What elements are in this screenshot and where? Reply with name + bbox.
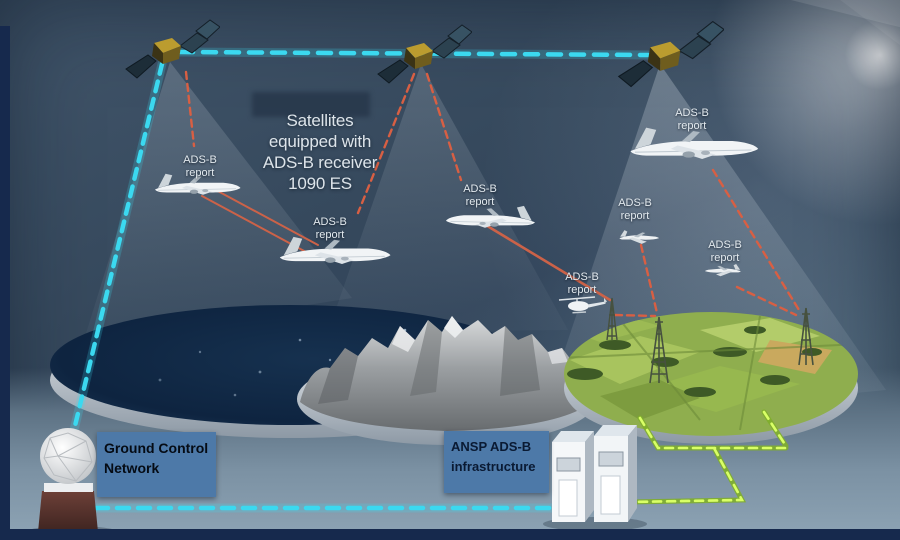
caption-line: 1090 ES bbox=[288, 174, 352, 194]
satellite-to-ground-line bbox=[71, 61, 165, 433]
radio-tower-icon bbox=[649, 316, 669, 384]
ansp-label: ANSP ADS-B infrastructure bbox=[451, 439, 536, 474]
caption-line: ADS-B receiver bbox=[262, 153, 378, 173]
slide-border-bottom bbox=[0, 529, 900, 540]
ground-control-label: Ground Control Network bbox=[104, 440, 209, 477]
aircraft-crosslinks bbox=[201, 188, 612, 302]
ansp-label-box: ANSP ADS-B infrastructure bbox=[444, 431, 549, 493]
farmland-disc bbox=[564, 312, 858, 444]
mountain-disc bbox=[297, 316, 597, 445]
radio-tower-icon bbox=[798, 307, 814, 366]
adsb-report-links bbox=[184, 70, 801, 318]
airliner-icon bbox=[629, 127, 759, 160]
coverage-cone bbox=[328, 64, 568, 332]
server-towers bbox=[543, 425, 647, 531]
coverage-cone bbox=[84, 62, 352, 340]
caption-line: Satellites bbox=[286, 111, 354, 130]
ground-control-label-box: Ground Control Network bbox=[97, 432, 216, 497]
redacted-box bbox=[252, 92, 370, 117]
diagram-caption: Satellites equipped with ADS-B receiver … bbox=[243, 110, 397, 194]
ground-network-link bbox=[626, 409, 789, 505]
slide-border-left bbox=[0, 26, 10, 540]
caption-line: equipped with bbox=[268, 132, 372, 152]
radio-tower-icon bbox=[606, 297, 618, 341]
